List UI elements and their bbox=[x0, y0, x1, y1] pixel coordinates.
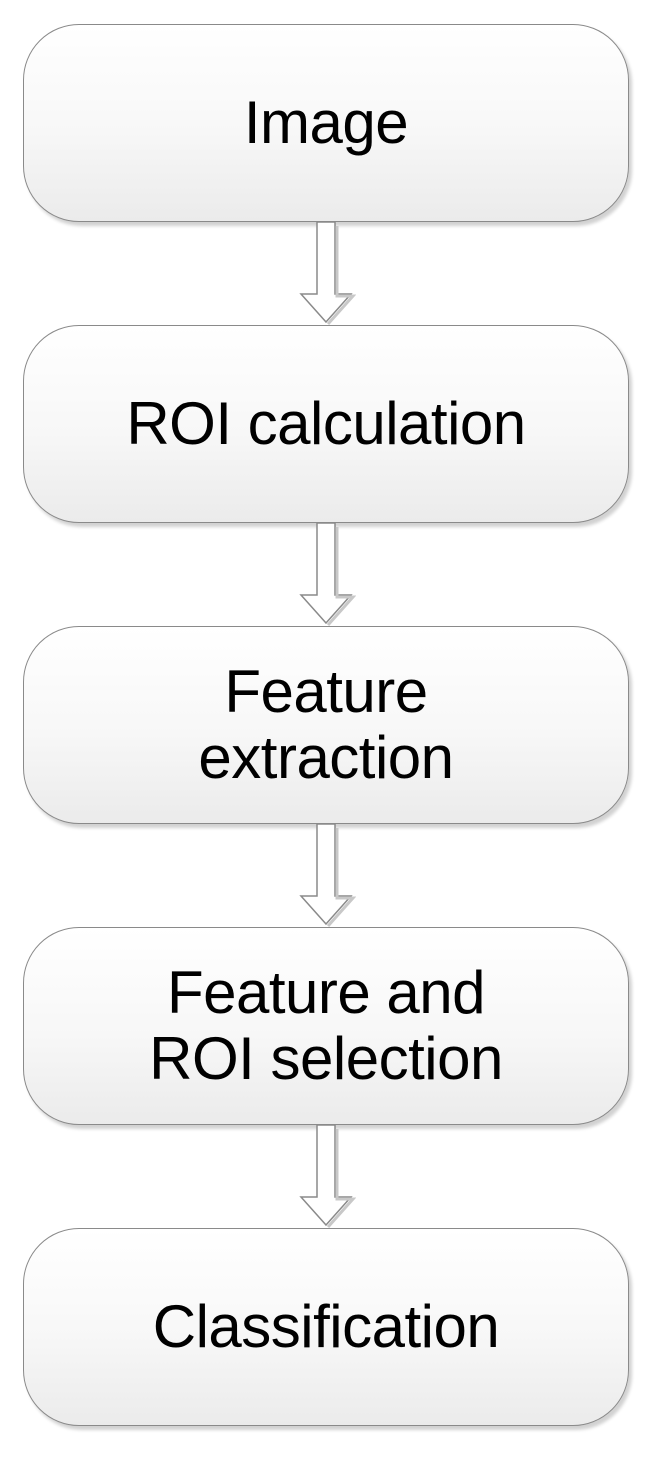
step-label: Feature and ROI selection bbox=[149, 959, 503, 1092]
down-arrow-icon bbox=[299, 523, 356, 626]
step-image: Image bbox=[23, 24, 629, 222]
down-arrow-icon bbox=[299, 1125, 356, 1228]
step-feature-and-roi-selection: Feature and ROI selection bbox=[23, 927, 629, 1125]
step-roi-calculation: ROI calculation bbox=[23, 325, 629, 523]
step-label: ROI calculation bbox=[126, 390, 526, 457]
down-arrow-icon bbox=[299, 222, 356, 325]
step-classification: Classification bbox=[23, 1228, 629, 1426]
step-feature-extraction: Feature extraction bbox=[23, 626, 629, 824]
step-label: Image bbox=[243, 89, 409, 156]
step-label: Classification bbox=[152, 1293, 500, 1360]
step-label: Feature extraction bbox=[198, 658, 454, 791]
down-arrow-icon bbox=[299, 824, 356, 927]
